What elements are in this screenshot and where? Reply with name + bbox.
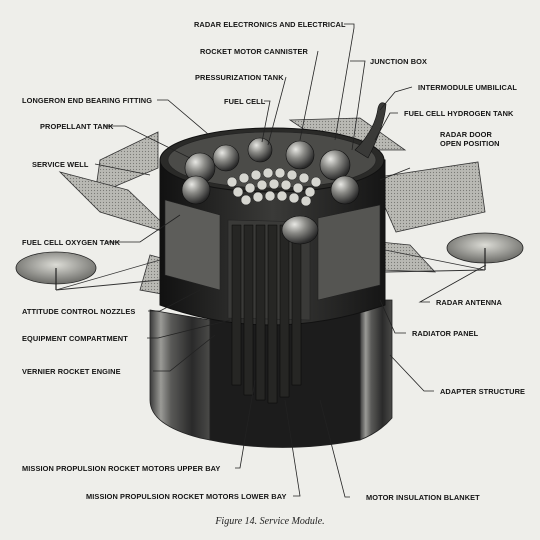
label-radar-antenna: RADAR ANTENNA bbox=[436, 298, 502, 307]
radar-antenna-right bbox=[384, 232, 524, 273]
label-longeron-fitting: LONGERON END BEARING FITTING bbox=[22, 96, 153, 105]
label-fuel-cell-hydrogen-tank: FUEL CELL HYDROGEN TANK bbox=[404, 109, 514, 118]
leader-lines bbox=[94, 23, 487, 498]
label-attitude-nozzles: ATTITUDE CONTROL NOZZLES bbox=[22, 307, 136, 316]
figure-caption: Figure 14. Service Module. bbox=[215, 516, 325, 527]
label-service-well: SERVICE WELL bbox=[32, 160, 89, 169]
label-intermodule-umbilical: INTERMODULE UMBILICAL bbox=[418, 83, 517, 92]
label-motors-upper-bay: MISSION PROPULSION ROCKET MOTORS UPPER B… bbox=[22, 464, 221, 473]
label-propellant-tank: PROPELLANT TANK bbox=[40, 122, 114, 131]
label-motor-insulation: MOTOR INSULATION BLANKET bbox=[366, 493, 480, 502]
label-radar-door-open: OPEN POSITION bbox=[440, 139, 500, 148]
label-radiator-panel: RADIATOR PANEL bbox=[412, 329, 479, 338]
label-fuel-cell: FUEL CELL bbox=[224, 97, 266, 106]
label-vernier-engine: VERNIER ROCKET ENGINE bbox=[22, 367, 121, 376]
label-adapter-structure: ADAPTER STRUCTURE bbox=[440, 387, 526, 396]
label-motors-lower-bay: MISSION PROPULSION ROCKET MOTORS LOWER B… bbox=[86, 492, 287, 501]
intermodule-umbilical bbox=[354, 102, 387, 159]
label-radar-electronics: RADAR ELECTRONICS AND ELECTRICAL bbox=[194, 20, 346, 29]
label-junction-box: JUNCTION BOX bbox=[370, 57, 428, 66]
fuel-cell-cluster bbox=[226, 167, 322, 207]
label-pressurization-tank: PRESSURIZATION TANK bbox=[195, 73, 284, 82]
label-radar-door: RADAR DOOR bbox=[440, 130, 492, 139]
radar-antenna-left bbox=[15, 251, 161, 291]
propellant-tanks bbox=[181, 137, 360, 245]
label-equipment-compartment: EQUIPMENT COMPARTMENT bbox=[22, 334, 128, 343]
label-fuel-cell-oxygen-tank: FUEL CELL OXYGEN TANK bbox=[22, 238, 121, 247]
label-rocket-motor-cannister: ROCKET MOTOR CANNISTER bbox=[200, 47, 308, 56]
